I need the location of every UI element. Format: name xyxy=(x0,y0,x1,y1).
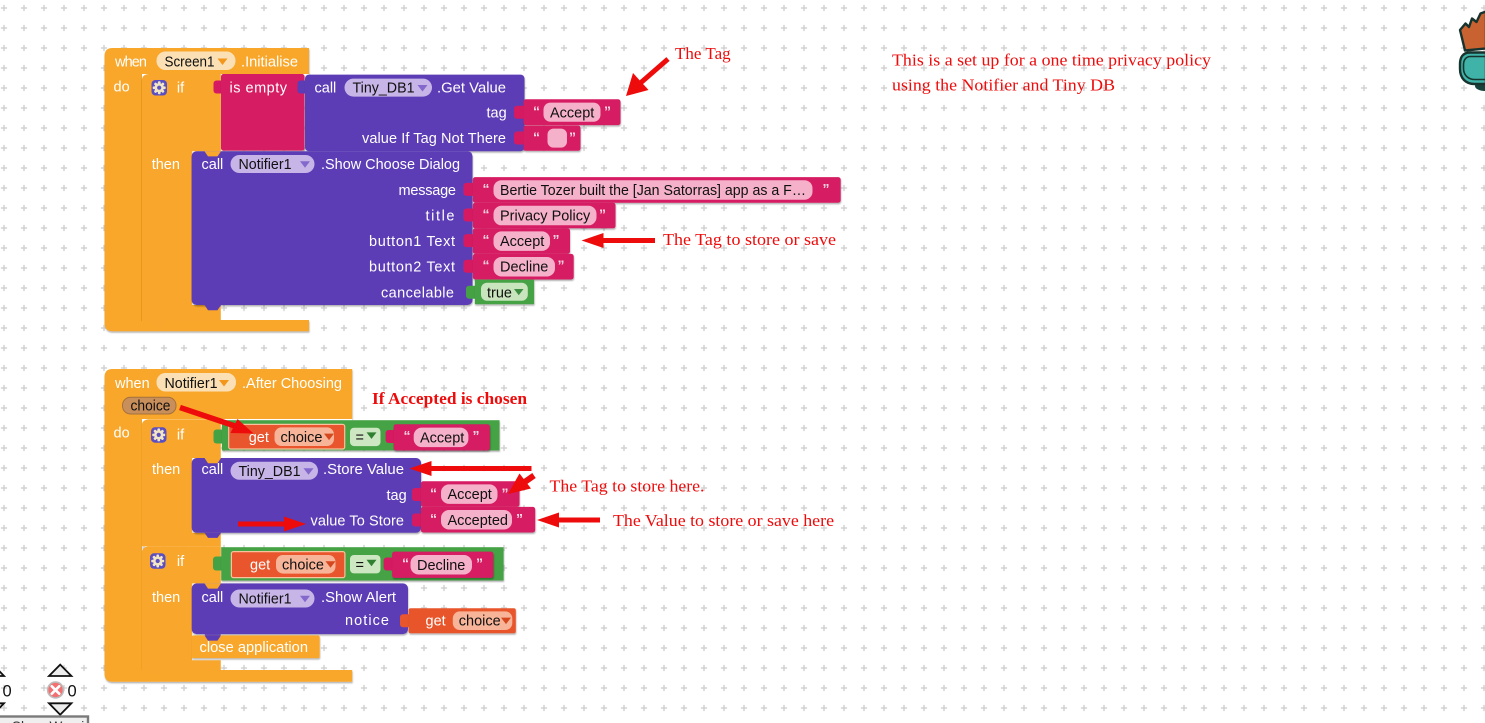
svg-text:Accept: Accept xyxy=(550,106,594,122)
svg-text:Notifier1: Notifier1 xyxy=(239,591,292,607)
svg-text:“: “ xyxy=(483,206,490,222)
svg-text:if: if xyxy=(177,428,185,444)
svg-text:”: ” xyxy=(473,428,480,444)
svg-text:then: then xyxy=(152,590,180,606)
svg-text:If Accepted is chosen: If Accepted is chosen xyxy=(372,389,528,408)
svg-text:“: “ xyxy=(533,103,540,119)
svg-text:Decline: Decline xyxy=(417,558,465,574)
svg-text:The Tag: The Tag xyxy=(675,44,731,63)
svg-text:The Value to store or save her: The Value to store or save here xyxy=(613,511,834,530)
svg-text:get: get xyxy=(249,430,269,446)
svg-text:.After Choosing: .After Choosing xyxy=(242,376,342,392)
svg-text:Show Warnings: Show Warnings xyxy=(12,719,106,723)
svg-text:get: get xyxy=(250,558,270,574)
svg-text:=: = xyxy=(356,430,364,446)
svg-text:then: then xyxy=(152,462,180,478)
svg-text:notice: notice xyxy=(345,613,389,629)
svg-text:0: 0 xyxy=(3,683,12,701)
svg-text:.Get Value: .Get Value xyxy=(437,81,506,97)
svg-text:tag: tag xyxy=(487,106,507,122)
svg-text:get: get xyxy=(426,614,446,630)
svg-text:do: do xyxy=(114,426,130,442)
svg-text:is empty: is empty xyxy=(230,81,288,97)
svg-text:“: “ xyxy=(404,428,411,444)
svg-text:”: ” xyxy=(604,103,611,119)
svg-text:0: 0 xyxy=(68,683,77,701)
svg-text:”: ” xyxy=(516,510,523,526)
svg-text:.Initialise: .Initialise xyxy=(241,55,298,71)
svg-text:Bertie Tozer built the [Jan Sa: Bertie Tozer built the [Jan Satorras] ap… xyxy=(500,183,806,199)
svg-text:Accept: Accept xyxy=(420,430,464,446)
svg-text:Tiny_DB1: Tiny_DB1 xyxy=(353,81,415,97)
svg-text:choice: choice xyxy=(459,614,501,630)
svg-text:Accept: Accept xyxy=(500,234,544,250)
svg-text:button1 Text: button1 Text xyxy=(369,234,455,250)
svg-text:.Show Choose Dialog: .Show Choose Dialog xyxy=(321,157,460,173)
svg-text:This is a set up for a one tim: This is a set up for a one time privacy … xyxy=(892,51,1212,70)
svg-text:.Show Alert: .Show Alert xyxy=(321,590,396,606)
svg-text:using the Notifier and Tiny DB: using the Notifier and Tiny DB xyxy=(892,76,1115,95)
svg-text:message: message xyxy=(399,183,457,199)
svg-text:”: ” xyxy=(476,555,483,571)
svg-text:Screen1: Screen1 xyxy=(165,55,215,71)
svg-text:if: if xyxy=(177,554,185,570)
svg-text:call: call xyxy=(202,590,224,606)
svg-text:“: “ xyxy=(483,181,490,197)
svg-text:”: ” xyxy=(823,181,830,197)
svg-text:when: when xyxy=(114,55,147,71)
svg-text:tag: tag xyxy=(387,488,407,504)
svg-text:”: ” xyxy=(502,485,509,501)
svg-text:choice: choice xyxy=(282,558,324,574)
svg-text:”: ” xyxy=(553,232,560,248)
svg-text:”: ” xyxy=(599,206,606,222)
svg-text:“: “ xyxy=(483,232,490,248)
svg-text:choice: choice xyxy=(281,430,323,446)
svg-text:The Tag to store here.: The Tag to store here. xyxy=(550,477,705,496)
svg-text:Decline: Decline xyxy=(500,260,548,276)
svg-text:”: ” xyxy=(569,129,576,145)
svg-text:=: = xyxy=(356,558,364,574)
svg-text:Accept: Accept xyxy=(448,487,492,503)
svg-text:Notifier1: Notifier1 xyxy=(165,376,218,392)
svg-text:do: do xyxy=(114,80,130,96)
svg-text:cancelable: cancelable xyxy=(381,286,454,302)
svg-text:value To Store: value To Store xyxy=(311,514,405,530)
svg-text:Tiny_DB1: Tiny_DB1 xyxy=(239,464,301,480)
svg-text:then: then xyxy=(152,157,180,173)
svg-text:”: ” xyxy=(558,257,565,273)
svg-text:close application: close application xyxy=(200,640,309,656)
svg-text:choice: choice xyxy=(131,399,171,415)
svg-text:“: “ xyxy=(533,129,540,145)
svg-text:if: if xyxy=(177,81,185,97)
svg-text:Privacy Policy: Privacy Policy xyxy=(500,209,591,225)
svg-text:.Store Value: .Store Value xyxy=(323,462,404,478)
svg-text:call: call xyxy=(202,462,224,478)
svg-text:“: “ xyxy=(430,485,437,501)
svg-text:The Tag to store or save: The Tag to store or save xyxy=(663,230,836,249)
svg-text:when: when xyxy=(114,376,150,392)
svg-text:“: “ xyxy=(402,555,409,571)
svg-text:call: call xyxy=(202,157,224,173)
svg-text:button2 Text: button2 Text xyxy=(369,260,455,276)
svg-text:Notifier1: Notifier1 xyxy=(239,157,292,173)
svg-text:Accepted: Accepted xyxy=(448,513,508,529)
svg-text:true: true xyxy=(487,286,512,302)
svg-text:call: call xyxy=(315,81,337,97)
svg-text:“: “ xyxy=(430,510,437,526)
svg-text:value If Tag Not There: value If Tag Not There xyxy=(362,131,506,147)
svg-text:“: “ xyxy=(483,257,490,273)
